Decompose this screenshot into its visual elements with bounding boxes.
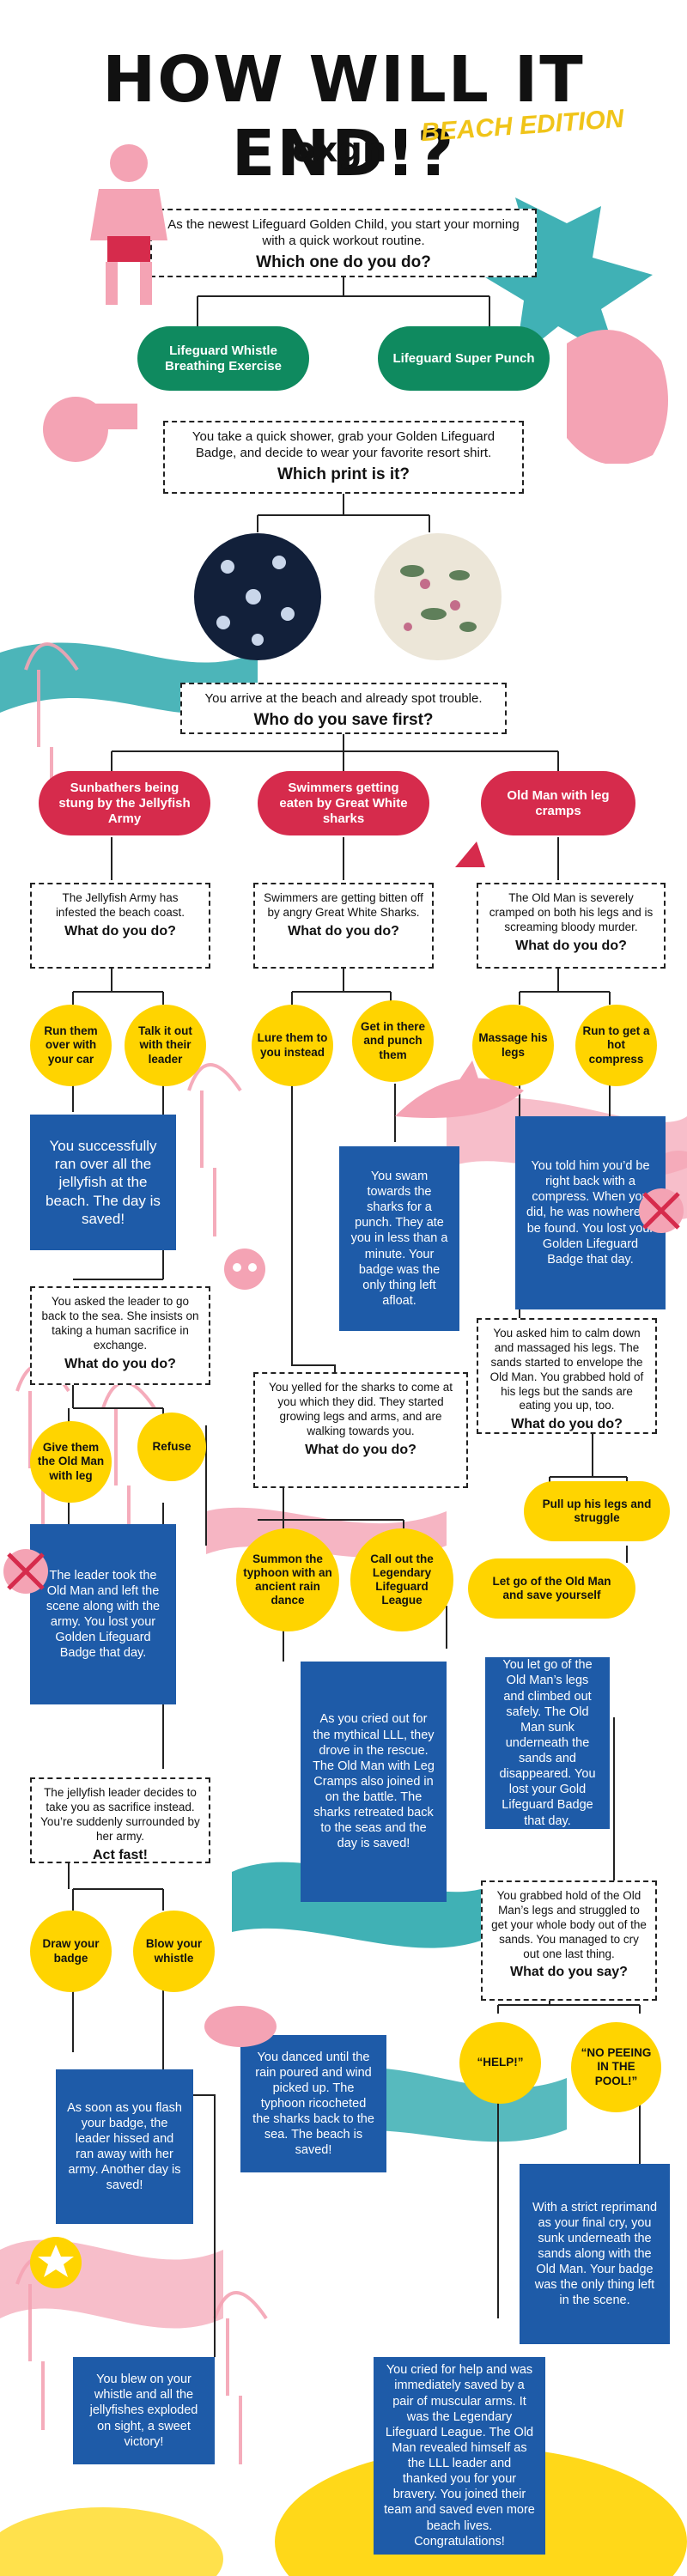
option-dark-floral-print[interactable] (193, 532, 322, 661)
shark-fin-icon (455, 841, 485, 867)
question-prompt: What do you do? (64, 923, 176, 939)
option-lure-sharks[interactable]: Lure them to you instead (252, 1005, 333, 1086)
cross-mark-icon (3, 1549, 48, 1594)
page-title: HOW WILL IT END!? (102, 43, 585, 191)
option-punch-sharks[interactable]: Get in there and punch them (352, 1000, 434, 1082)
question-prompt: Who do you save first? (253, 710, 434, 729)
result-punch-sharks: You swam towards the sharks for a punch.… (339, 1146, 459, 1331)
option-help[interactable]: “HELP!” (459, 2022, 541, 2104)
option-draw-badge[interactable]: Draw your badge (30, 1911, 112, 1992)
option-whistle-breathing[interactable]: Lifeguard Whistle Breathing Exercise (137, 326, 309, 391)
option-rain-dance[interactable]: Summon the typhoon with an ancient rain … (236, 1528, 339, 1631)
whistle-icon (43, 397, 137, 462)
option-massage-legs[interactable]: Massage his legs (472, 1005, 554, 1086)
shark-legs-question: You yelled for the sharks to come at you… (253, 1372, 468, 1488)
question-prompt: What do you do? (511, 1417, 623, 1432)
question-who-first: You arrive at the beach and already spot… (180, 683, 507, 734)
result-rain-dance: You danced until the rain poured and win… (240, 2035, 386, 2172)
question-prompt: What do you do? (515, 938, 627, 953)
question-text: You grabbed hold of the Old Man’s legs a… (491, 1889, 647, 1960)
cross-mark-icon (639, 1188, 684, 1233)
option-sharks[interactable]: Swimmers getting eaten by Great White sh… (258, 771, 429, 835)
option-refuse[interactable]: Refuse (137, 1413, 206, 1481)
brand-logo: oxgn (292, 131, 387, 170)
result-help: You cried for help and was immediately s… (374, 2357, 545, 2555)
skull-icon (224, 1249, 265, 1290)
option-light-botanical-print[interactable] (374, 532, 502, 661)
option-pull-legs[interactable]: Pull up his legs and struggle (524, 1481, 670, 1541)
question-text: As the newest Lifeguard Golden Child, yo… (167, 217, 520, 248)
option-old-man[interactable]: Old Man with leg cramps (481, 771, 635, 835)
storm-cloud-icon (204, 2006, 277, 2047)
question-workout: As the newest Lifeguard Golden Child, yo… (150, 209, 537, 277)
option-hot-compress[interactable]: Run to get a hot compress (575, 1005, 657, 1086)
question-prompt: What do you do? (288, 923, 399, 939)
option-jellyfish[interactable]: Sunbathers being stung by the Jellyfish … (39, 771, 210, 835)
question-prompt: Which print is it? (277, 465, 410, 483)
question-text: You take a quick shower, grab your Golde… (192, 429, 495, 460)
question-prompt: Which one do you do? (256, 252, 431, 271)
badge-icon (30, 2237, 82, 2288)
question-text: The jellyfish leader decides to take you… (40, 1786, 200, 1843)
oldman-sands-question: You asked him to calm down and massaged … (477, 1318, 657, 1434)
option-talk-leader[interactable]: Talk it out with their leader (125, 1005, 206, 1086)
question-text: You yelled for the sharks to come at you… (268, 1381, 453, 1437)
question-prompt: What do you do? (64, 1356, 176, 1371)
shark-question: Swimmers are getting bitten off by angry… (253, 883, 434, 969)
option-no-peeing[interactable]: “NO PEEING IN THE POOL!” (571, 2022, 661, 2112)
result-no-peeing: With a strict reprimand as your final cr… (520, 2164, 670, 2344)
oldman-last-words-question: You grabbed hold of the Old Man’s legs a… (481, 1880, 657, 2001)
question-prompt: What do you do? (305, 1442, 416, 1457)
question-text: The Old Man is severely cramped on both … (489, 891, 654, 933)
lifeguard-character-icon (90, 144, 167, 305)
question-text: Swimmers are getting bitten off by angry… (264, 891, 423, 919)
question-prompt: Act fast! (92, 1847, 148, 1862)
fist-icon (567, 330, 668, 464)
result-blow-whistle: You blew on your whistle and all the jel… (73, 2357, 215, 2464)
jelly-sacrifice-question: You asked the leader to go back to the s… (30, 1286, 210, 1385)
result-gave-old-man: The leader took the Old Man and left the… (30, 1524, 176, 1704)
oldman-question: The Old Man is severely cramped on both … (477, 883, 666, 969)
jelly-surrounded-question: The jellyfish leader decides to take you… (30, 1777, 210, 1863)
option-give-old-man[interactable]: Give them the Old Man with leg (30, 1421, 112, 1503)
option-blow-whistle[interactable]: Blow your whistle (133, 1911, 215, 1992)
question-prompt: What do you say? (510, 1965, 628, 1980)
option-run-over[interactable]: Run them over with your car (30, 1005, 112, 1086)
option-super-punch[interactable]: Lifeguard Super Punch (378, 326, 550, 391)
question-text: You asked him to calm down and massaged … (489, 1327, 644, 1413)
question-text: The Jellyfish Army has infested the beac… (55, 891, 185, 919)
result-let-go: You let go of the Old Man’s legs and cli… (485, 1657, 610, 1829)
jelly-question: The Jellyfish Army has infested the beac… (30, 883, 210, 969)
result-ran-over: You successfully ran over all the jellyf… (30, 1115, 176, 1250)
question-text: You asked the leader to go back to the s… (41, 1295, 199, 1352)
result-call-lll: As you cried out for the mythical LLL, t… (301, 1662, 447, 1902)
option-call-lll[interactable]: Call out the Legendary Lifeguard League (350, 1528, 453, 1631)
shark-icon (395, 1060, 524, 1118)
option-let-go[interactable]: Let go of the Old Man and save yourself (468, 1558, 635, 1619)
question-text: You arrive at the beach and already spot… (204, 691, 483, 706)
question-shirt: You take a quick shower, grab your Golde… (163, 421, 524, 494)
result-draw-badge: As soon as you flash your badge, the lea… (56, 2069, 193, 2224)
